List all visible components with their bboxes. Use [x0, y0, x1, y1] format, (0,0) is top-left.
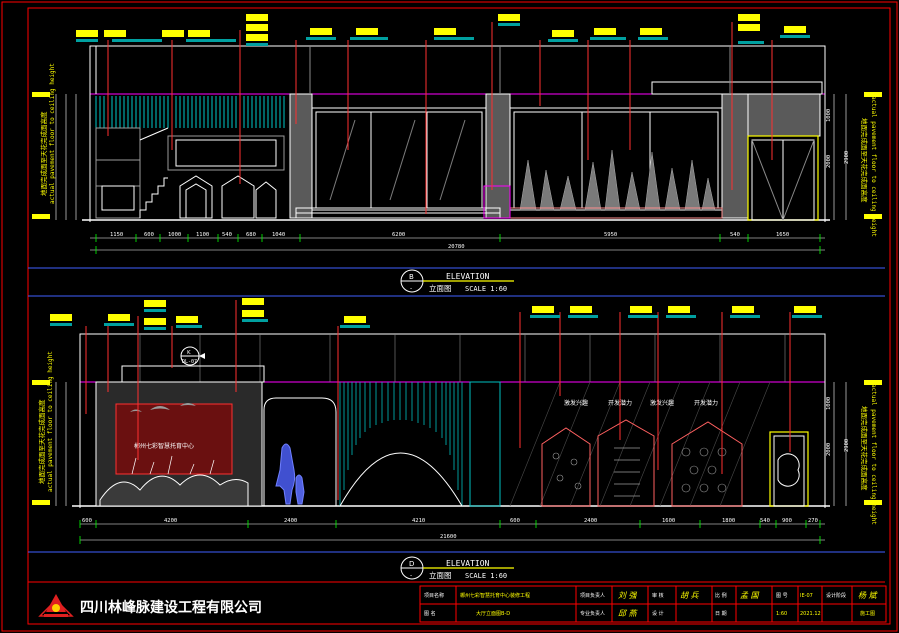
b-right-side-note-en: actual pavement floor to ceiling height: [870, 96, 877, 237]
d-right-height-1: 1000: [826, 397, 832, 410]
b-right-height-3: 2900: [844, 151, 850, 164]
d-dim-6: 2400: [584, 518, 597, 524]
b-marker-letter: B: [409, 273, 414, 281]
d-sign-text: 郴州七彩智慧托育中心: [134, 442, 194, 450]
d-dim-11: 270: [808, 518, 818, 524]
tb-date-value: 2021.12: [800, 611, 821, 617]
tb-signature-2: 邱 燕: [618, 609, 639, 618]
tb-no-value: IE-07: [800, 593, 813, 599]
d-left-side-note-en: actual pavement floor to ceiling height: [47, 351, 54, 492]
b-title-cn: 立面图: [429, 283, 452, 293]
tb-signature-5: 杨 斌: [858, 591, 878, 600]
elevation-d: 郴州七彩智慧托育中心: [32, 298, 882, 580]
tb-stage-label: 设计阶段: [826, 592, 846, 599]
b-dim-7: 1040: [272, 232, 285, 238]
b-dim-11: 1650: [776, 232, 789, 238]
d-left-side-note: 地面完成面至天花完成面高度: [37, 399, 46, 484]
b-dim-total: 20780: [448, 244, 465, 250]
d-wall-text-3: 激发兴趣: [650, 399, 674, 407]
d-right-height-2: 2000: [826, 443, 832, 456]
b-left-side-note-en: actual pavement floor to ceiling height: [49, 63, 56, 204]
b-left-side-note: 地面完成面至天花完成面高度: [39, 111, 48, 196]
d-dim-2: 4200: [164, 518, 177, 524]
d-detail-top: K: [187, 350, 191, 356]
company-name: 四川林峰脉建设工程有限公司: [80, 599, 262, 616]
inner-frame: [27, 7, 891, 625]
b-right-height-1: 1000: [826, 109, 832, 122]
tb-draw-label: 设 计: [652, 610, 664, 617]
tb-project-value: 郴州七彩智慧托育中心装修工程: [460, 592, 530, 599]
title-block: 四川林峰脉建设工程有限公司 项目名称 郴州七彩智慧托育中心装修工程 图 名 大厅…: [38, 585, 887, 623]
d-dim-8: 1800: [722, 518, 735, 524]
b-dim-8: 6200: [392, 232, 405, 238]
d-dim-5: 600: [510, 518, 520, 524]
d-wall-text-4: 开发潜力: [694, 399, 718, 407]
b-right-height-2: 2000: [826, 155, 832, 168]
d-dim-1: 600: [82, 518, 92, 524]
b-dim-5: 540: [222, 232, 232, 238]
d-right-height-3: 2900: [844, 439, 850, 452]
tb-drawing-label: 图 名: [424, 610, 436, 617]
d-dim-total: 21600: [440, 534, 457, 540]
tb-check-label: 审 核: [652, 592, 664, 599]
company-logo: [38, 594, 74, 617]
d-right-side-note-en: actual pavement floor to ceiling height: [870, 384, 877, 525]
d-right-side-note: 地面完成面至天花完成面高度: [860, 406, 869, 491]
b-dim-3: 1000: [168, 232, 181, 238]
tb-date-label: 日 期: [715, 611, 727, 617]
d-dim-7: 1600: [662, 518, 675, 524]
tb-signature-4: 孟 国: [740, 591, 760, 600]
d-dim-9: 540: [760, 518, 770, 524]
b-dim-1: 1150: [110, 232, 123, 238]
b-dim-10: 540: [730, 232, 740, 238]
d-marker-letter: D: [409, 560, 414, 568]
d-marker-sheet: -: [410, 572, 412, 579]
tb-scale-value: 1:60: [776, 611, 787, 617]
elevation-b: 地面完成面至天花完成面高度 actual pavement floor to c…: [32, 14, 882, 293]
tb-signature-1: 刘 强: [618, 591, 638, 600]
b-elevation-label: ELEVATION: [446, 272, 490, 281]
d-wall-text-1: 激发兴趣: [564, 399, 588, 407]
b-dim-2: 600: [144, 232, 154, 238]
d-title-cn: 立面图: [429, 570, 452, 580]
tb-leader-label: 项目负责人: [580, 592, 605, 599]
b-dim-4: 1100: [196, 232, 209, 238]
b-dim-9: 5950: [604, 232, 617, 238]
d-elevation-label: ELEVATION: [446, 559, 490, 568]
d-scale: SCALE 1:60: [465, 572, 507, 580]
b-dim-6: 680: [246, 232, 256, 238]
b-right-side-note: 地面完成面至天花完成面高度: [860, 118, 869, 203]
d-dim-10: 900: [782, 518, 792, 524]
b-scale: SCALE 1:60: [465, 285, 507, 293]
b-marker-sheet: -: [410, 285, 412, 292]
tb-designer-label: 专业负责人: [580, 610, 605, 617]
tb-no-label: 图 号: [776, 593, 788, 599]
tb-scale-label: 比 例: [715, 592, 727, 599]
d-detail-bottom: DL-07: [182, 359, 197, 365]
d-dim-3: 2400: [284, 518, 297, 524]
tb-drawing-value: 大厅立面图B-D: [476, 610, 510, 617]
d-dim-4: 4210: [412, 518, 425, 524]
tb-stage-value: 施工图: [860, 610, 875, 617]
tb-signature-3: 胡 兵: [680, 591, 700, 600]
tb-project-label: 项目名称: [424, 592, 444, 599]
